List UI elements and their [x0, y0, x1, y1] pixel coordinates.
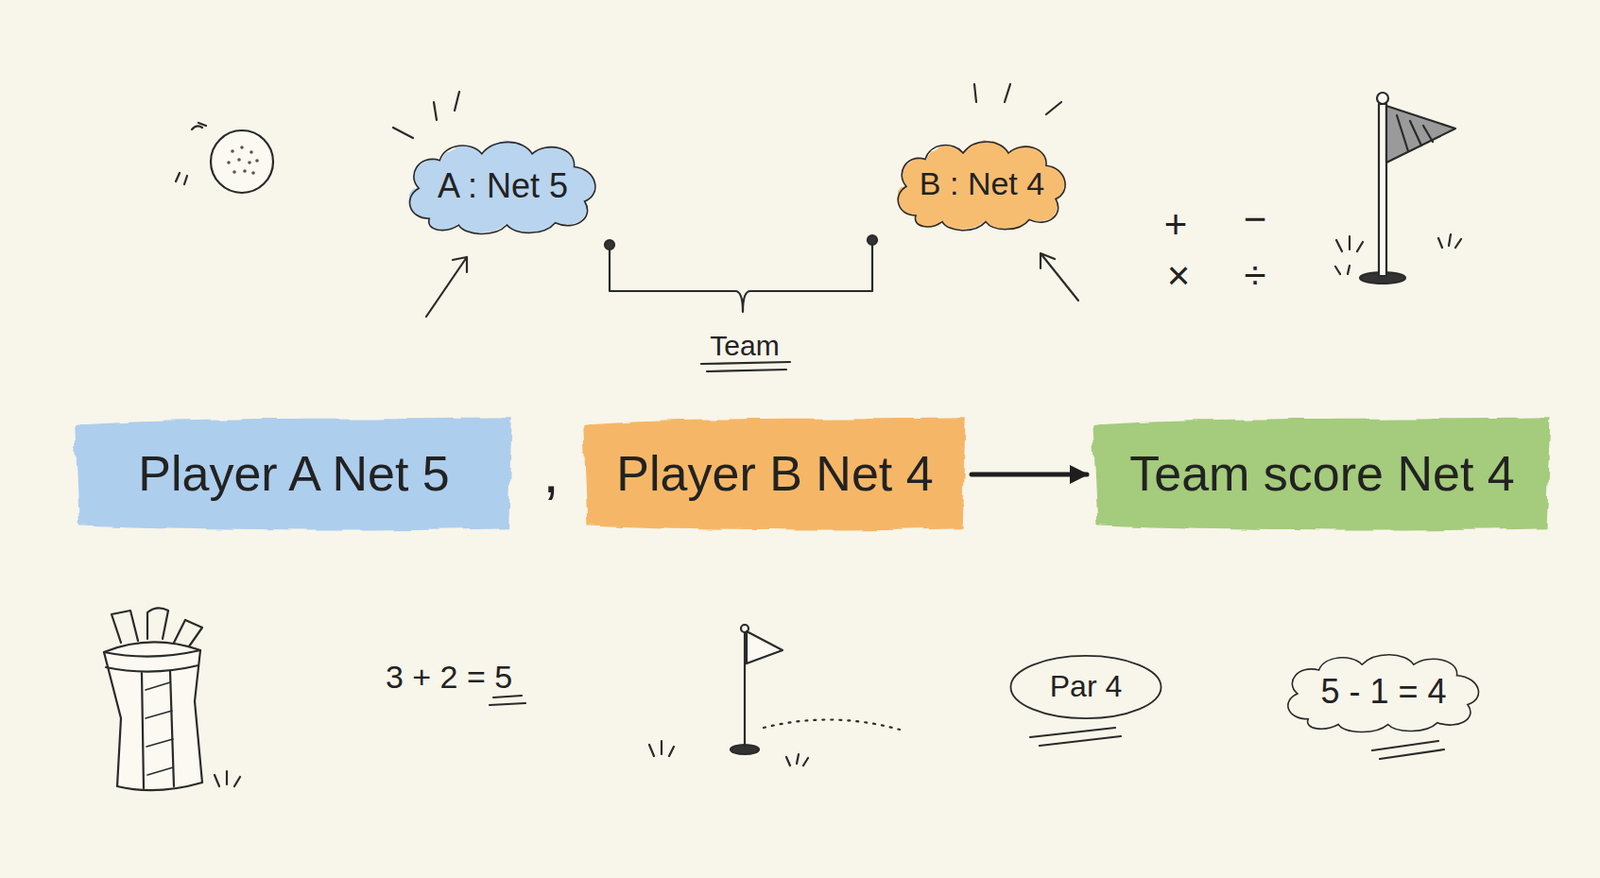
cloud-callout: A : Net 5 — [397, 132, 608, 241]
math-symbol: − — [1243, 199, 1268, 240]
ball-path — [763, 719, 900, 730]
node-text: Player B Net 4 — [616, 447, 933, 501]
crayon-fill — [897, 141, 1066, 231]
highlight-band: Player A Net 5 — [68, 412, 519, 536]
math-symbol: × — [1167, 256, 1191, 296]
grass-tuft — [649, 740, 809, 766]
node-text: Player A Net 5 — [137, 447, 450, 501]
crayon-fill — [584, 417, 966, 531]
crayon-fill — [75, 417, 513, 531]
arrow-connector — [971, 472, 1087, 478]
underline — [489, 695, 526, 706]
emphasis-marks — [393, 91, 460, 138]
separator: , — [542, 443, 559, 502]
cloud-outline — [1288, 654, 1480, 733]
underline — [701, 361, 791, 372]
cloud-callout: B : Net 4 — [887, 132, 1077, 237]
math-symbol: + — [1164, 205, 1188, 245]
cloud-note: 5 - 1 = 4 — [1275, 646, 1492, 738]
oval-note: Par 4 — [1008, 653, 1164, 722]
golf-flag — [1359, 92, 1456, 284]
motion-marks — [191, 122, 207, 130]
node-text: Par 4 — [1049, 670, 1122, 704]
cloud-outline — [410, 141, 596, 234]
golf-flag — [730, 624, 783, 755]
highlight-band: Team score Net 4 — [1086, 412, 1558, 536]
motion-marks — [175, 172, 188, 185]
underline — [1030, 727, 1121, 746]
team-bracket — [604, 235, 878, 312]
crayon-fill — [410, 141, 596, 234]
node-text: 5 - 1 = 4 — [1320, 672, 1446, 711]
oval-outline — [1010, 655, 1161, 719]
cloud-outline — [897, 141, 1066, 231]
node-text: B : Net 4 — [919, 166, 1045, 202]
pointer-arrow — [1040, 253, 1079, 301]
pointer-arrow — [426, 257, 467, 317]
math-symbol: ÷ — [1243, 256, 1266, 296]
node-text: A : Net 5 — [437, 167, 568, 206]
golf-ball — [210, 130, 274, 193]
node-text: Team score Net 4 — [1129, 447, 1515, 501]
underline — [1372, 740, 1445, 759]
crayon-fill — [1093, 417, 1550, 531]
math-note: 3 + 2 = 5 — [385, 660, 513, 693]
grass-tuft — [214, 771, 241, 787]
grass-tuft — [1335, 234, 1462, 275]
golf-bag — [103, 607, 203, 791]
group-label: Team — [709, 331, 779, 361]
highlight-band: Player B Net 4 — [578, 412, 972, 536]
emphasis-marks — [974, 84, 1062, 115]
